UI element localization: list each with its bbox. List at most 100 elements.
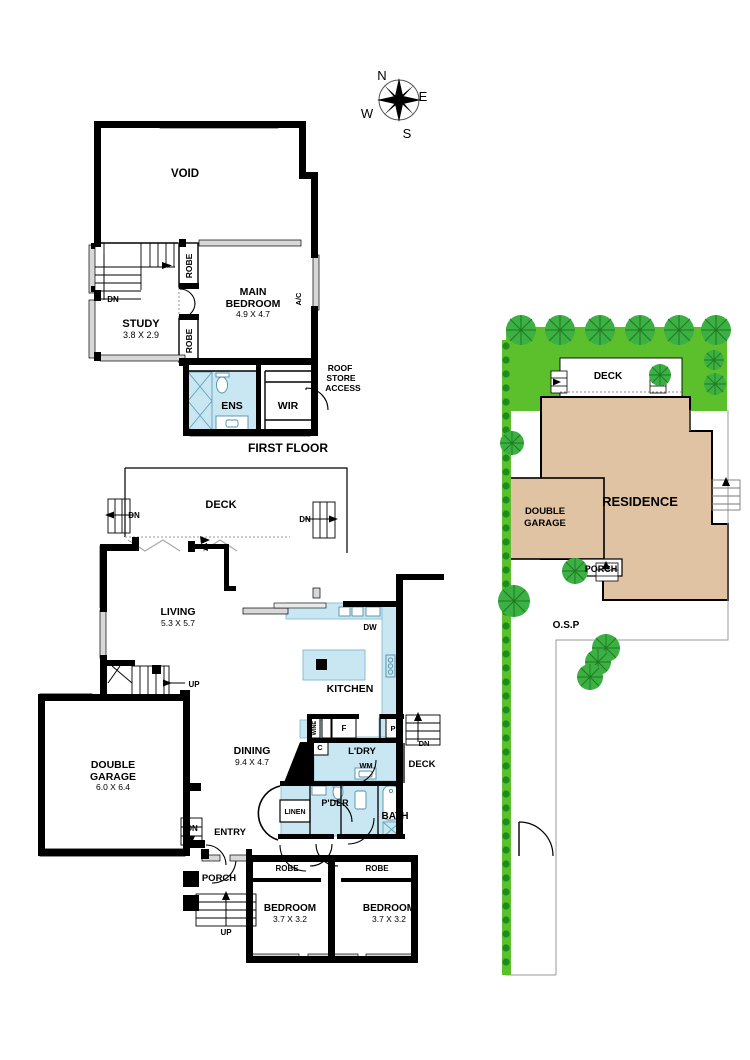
entry-label: ENTRY [214, 827, 247, 838]
tree [500, 431, 524, 455]
kitchen-splashback [273, 602, 327, 609]
linen-label: LINEN [285, 809, 306, 816]
robe-bedroom-3-label: ROBE [365, 864, 389, 873]
rear-deck-outline [124, 467, 348, 553]
robe-bedroom-2-label: ROBE [275, 864, 299, 873]
tree [545, 315, 575, 345]
garage-dn-label: DN [186, 824, 198, 833]
site-residence-label: RESIDENCE [602, 494, 678, 509]
bedroom-3-dims: 3.7 X 3.2 [372, 914, 406, 924]
site-plan: RESIDENCE DOUBLE GARAGE DECK PORCH O.S.P [498, 315, 741, 976]
deck-dn-left-label: DN [128, 511, 140, 520]
bedroom-3-label: BEDROOM [363, 903, 415, 914]
roof-store-access-line2: STORE [326, 373, 355, 383]
laundry-label: L'DRY [348, 746, 376, 757]
site-trees [498, 315, 731, 690]
wine-label: WINE [312, 720, 318, 735]
compass-north-label: N [377, 68, 386, 83]
first-floor-footprint [94, 121, 318, 432]
site-deck-label: DECK [594, 371, 623, 382]
main-bedroom-label-line1: MAIN [240, 286, 267, 298]
site-porch-arrow [602, 561, 610, 569]
compass-east-label: E [419, 89, 428, 104]
main-bedroom-dims: 4.9 X 4.7 [236, 309, 270, 319]
powder-label: P'DER [321, 798, 349, 808]
slider-arrow-left [200, 536, 210, 544]
robe-lower-label: ROBE [184, 328, 194, 353]
study-dims: 3.8 X 2.9 [123, 330, 159, 340]
dining-dims: 9.4 X 4.7 [235, 757, 269, 767]
garage-dims: 6.0 X 6.4 [96, 782, 130, 792]
site-osp-label: O.S.P [553, 620, 580, 631]
site-porch-label: PORCH [585, 564, 618, 574]
ground-floor-thin-walls [252, 714, 405, 882]
side-deck-dn-label: DN [419, 739, 430, 748]
bedroom-2-dims: 3.7 X 3.2 [273, 914, 307, 924]
bedroom-2-label: BEDROOM [264, 903, 316, 914]
porch-up-label: UP [220, 928, 232, 937]
void-label: VOID [171, 168, 199, 180]
tree [577, 664, 603, 690]
washing-machine-label: WM [359, 761, 372, 770]
tree [664, 315, 694, 345]
site-side-stairs-arrow [722, 477, 730, 486]
first-floor-structural-walls [91, 121, 318, 436]
kitchen-label: KITCHEN [327, 683, 374, 695]
tree [701, 315, 731, 345]
first-floor-stair-arrow [162, 262, 172, 269]
compass-rose: N E S W [361, 68, 428, 141]
compass-west-label: W [361, 106, 374, 121]
rear-deck-label: DECK [205, 499, 236, 511]
first-floor-title: FIRST FLOOR [248, 441, 328, 455]
ensuite-label: ENS [221, 400, 243, 412]
dishwasher-label: DW [363, 623, 377, 632]
tree [704, 373, 726, 395]
porch-label: PORCH [202, 873, 236, 884]
robe-upper-label: ROBE [184, 253, 194, 278]
deck-stairs-right-arrow [329, 515, 338, 523]
main-bedroom-label-line2: BEDROOM [226, 298, 281, 310]
kitchen-window [242, 607, 289, 615]
air-conditioner-label: A/C [294, 292, 303, 306]
stairs-up-label: UP [188, 680, 200, 689]
site-deck-arrow-left [553, 378, 561, 386]
tree [562, 558, 588, 584]
compass-south-label: S [403, 126, 412, 141]
porch-stairs-arrow [222, 891, 230, 900]
first-floor-plan: VOID STUDY 3.8 X 2.9 MAIN BEDROOM 4.9 X … [88, 121, 361, 455]
stair-void-fill [283, 742, 314, 785]
side-deck-stairs [405, 714, 441, 746]
roof-store-access-line3: ACCESS [325, 383, 361, 393]
deck-stairs-left-arrow [105, 511, 114, 519]
site-garage-label-line2: GARAGE [524, 518, 566, 529]
living-label: LIVING [160, 606, 195, 618]
dining-label: DINING [234, 745, 271, 757]
bath-label: BATH [381, 811, 408, 822]
wir-label: WIR [278, 400, 299, 412]
side-deck-label: DECK [409, 759, 436, 770]
tree [585, 315, 615, 345]
site-porch-stairs [595, 562, 619, 582]
study-label: STUDY [122, 318, 160, 330]
tree [704, 350, 724, 370]
deck-dn-right-label: DN [299, 515, 311, 524]
tree [506, 315, 536, 345]
first-floor-staircase [94, 242, 175, 300]
tree [649, 364, 671, 386]
living-dims: 5.3 X 5.7 [161, 618, 195, 628]
ensuite-toilet-icon [215, 372, 230, 394]
stair-newel-post [152, 665, 161, 674]
ground-floor-plan: DECK LIVING 5.3 X 5.7 KITCHEN DINING 9.4… [38, 467, 444, 963]
garage-label-line2: GARAGE [90, 771, 136, 783]
garage-label-line1: DOUBLE [91, 759, 135, 771]
fridge-label: F [342, 724, 347, 733]
cupboard-label: C [317, 743, 323, 752]
tree [625, 315, 655, 345]
ground-floor-structural-walls [38, 537, 444, 963]
ensuite-vanity-icon [215, 415, 249, 431]
first-floor-stairs-dn-label: DN [107, 295, 119, 304]
site-garage-label-line1: DOUBLE [525, 506, 565, 517]
side-deck-stairs-arrow [414, 712, 422, 721]
